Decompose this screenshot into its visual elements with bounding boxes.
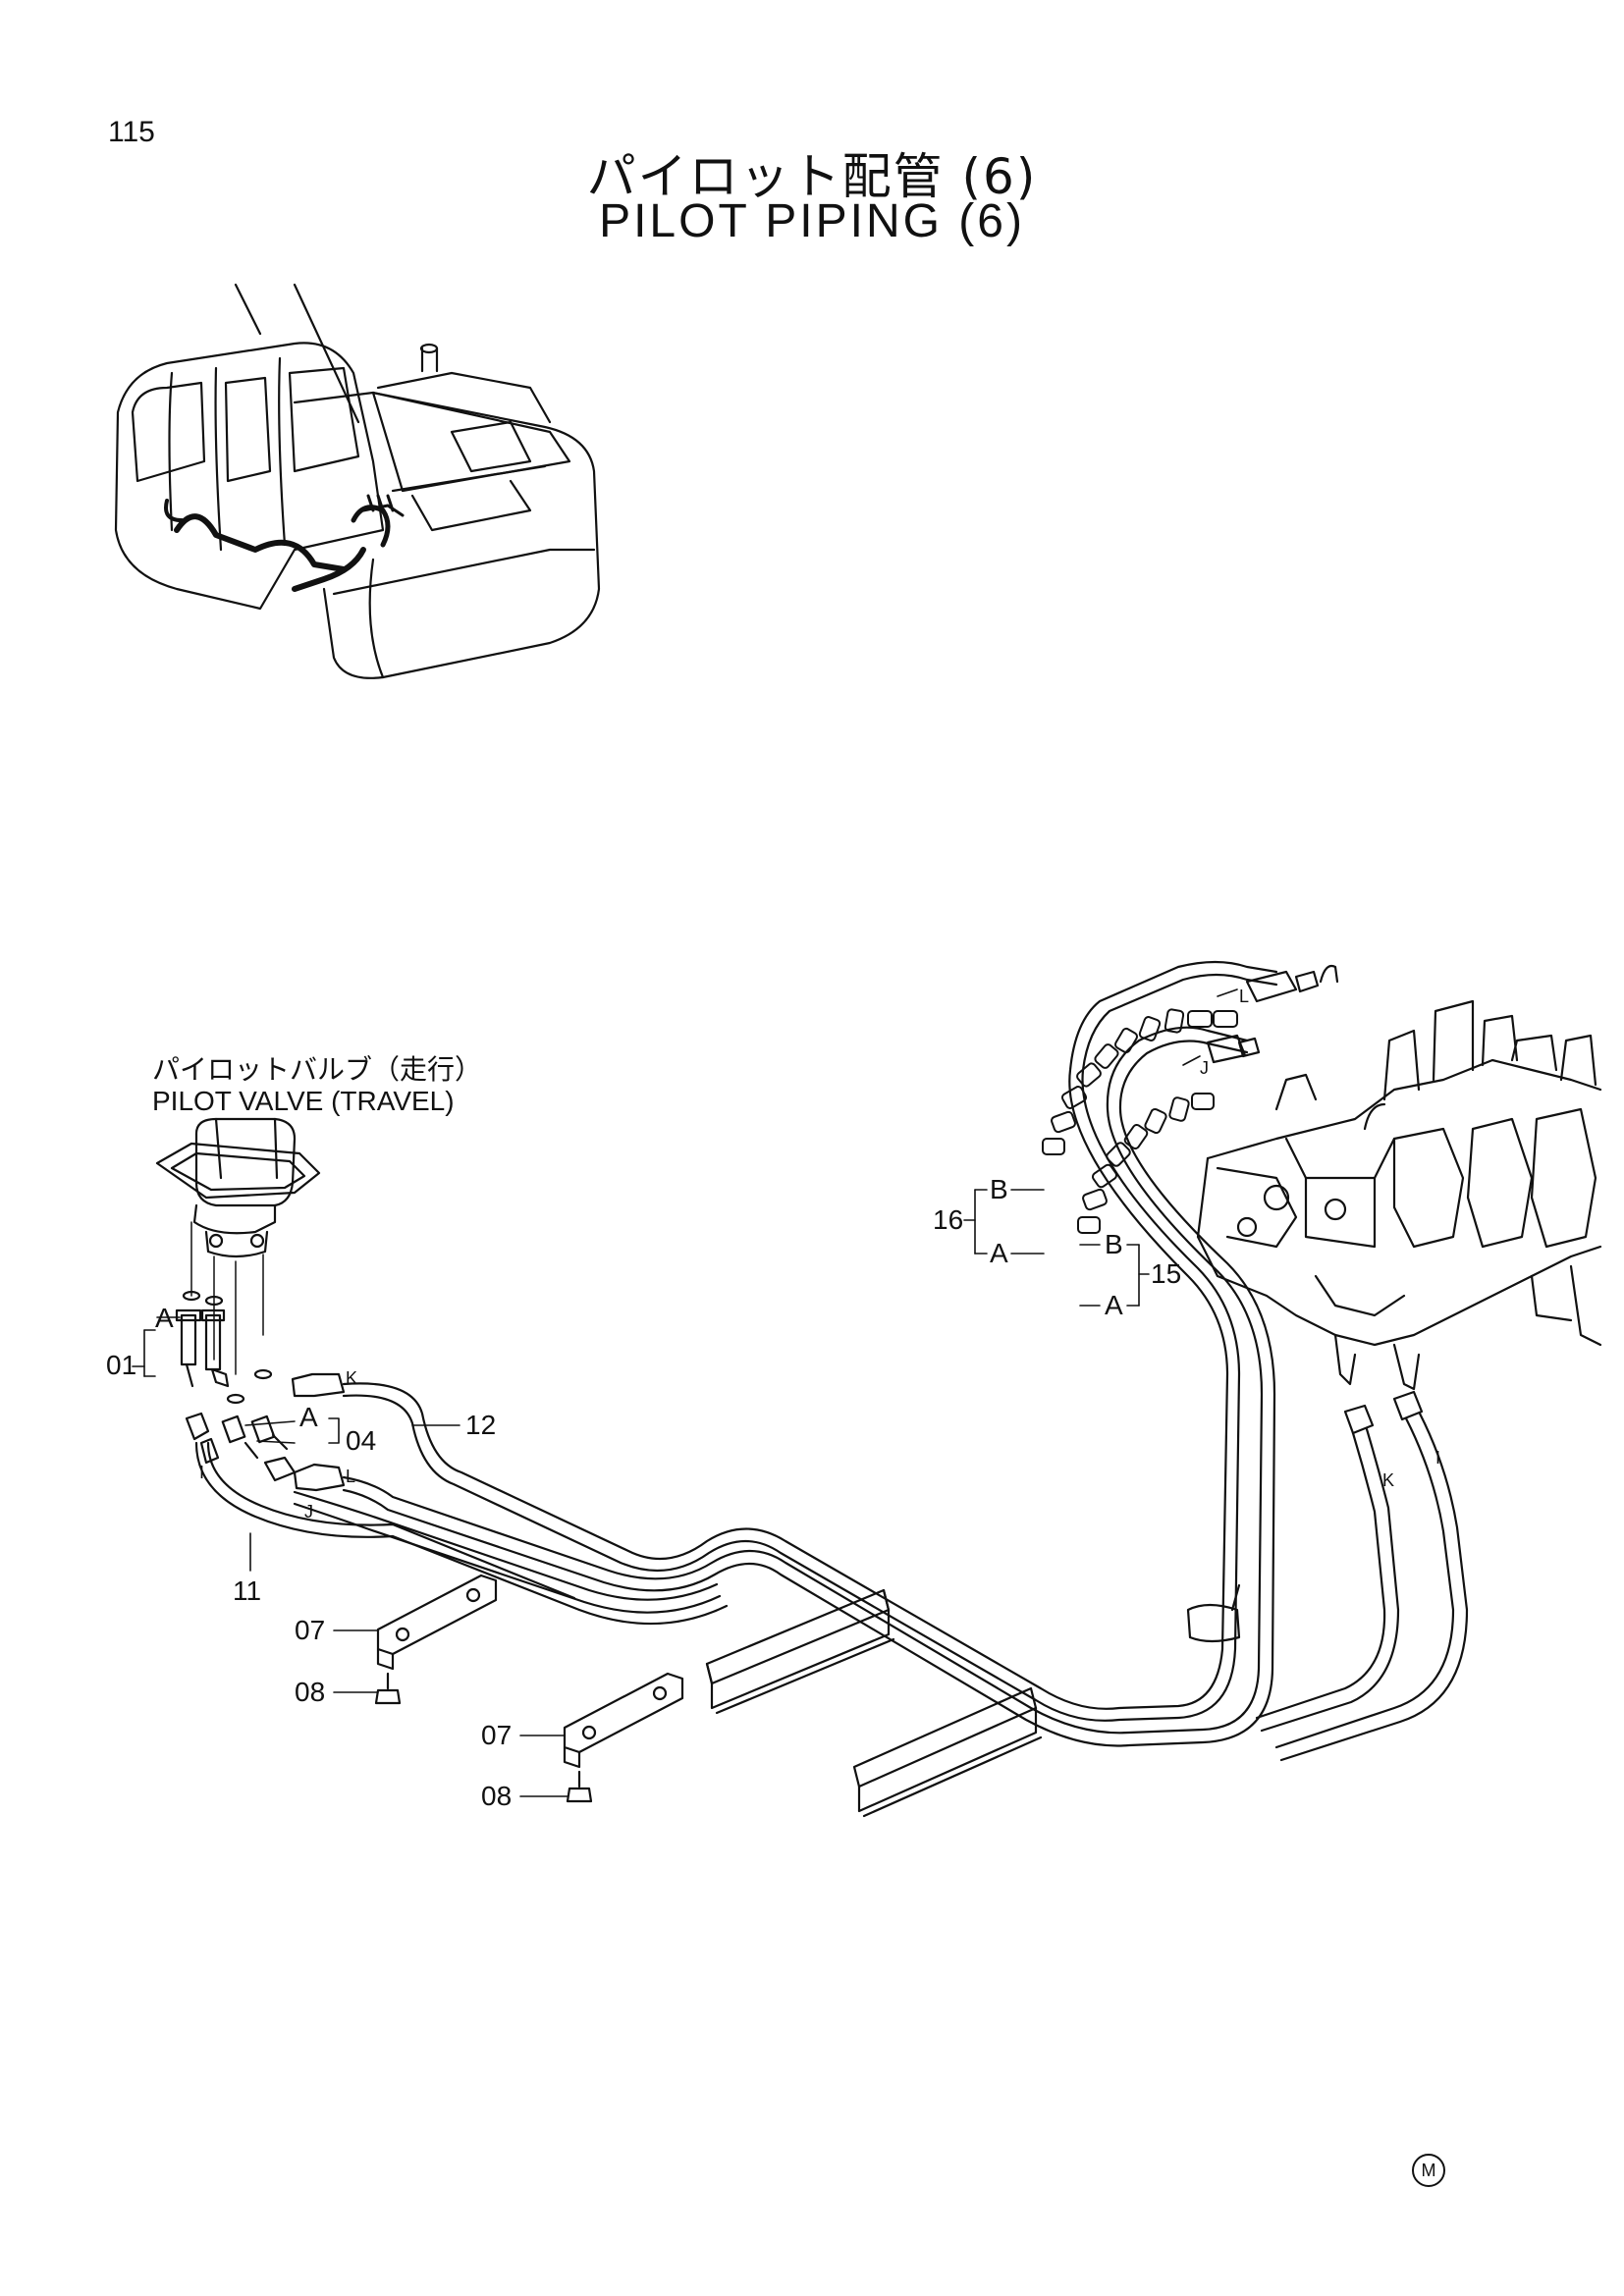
pilot-valve-travel-drawing <box>155 1117 321 1405</box>
callout-A-04: A <box>299 1402 318 1432</box>
callout-B-15: B <box>1105 1229 1123 1259</box>
bracket-07-upper <box>376 1574 498 1671</box>
fittings-01 <box>175 1308 230 1388</box>
callout-16: 16 <box>933 1204 964 1235</box>
port-letter-l-control: L <box>1239 987 1250 1006</box>
port-letter-i-valve: I <box>199 1463 205 1482</box>
excavator-overview-illustration <box>114 283 601 679</box>
port-letter-k-valve: K <box>346 1368 358 1388</box>
hose-clamp <box>1186 1583 1241 1643</box>
channel-rails <box>705 1588 1043 1818</box>
hose-end-fittings <box>185 1372 346 1492</box>
page-number: 115 <box>108 116 155 148</box>
callout-15: 15 <box>1151 1258 1182 1289</box>
pilot-valve-label-english: PILOT VALVE (TRAVEL) <box>152 1086 455 1116</box>
page-title-japanese: パイロット配管 (6) <box>586 148 1038 205</box>
port-letter-i-control: I <box>1435 1448 1441 1468</box>
spiral-guard-hose-16 <box>1042 1008 1238 1155</box>
callout-07-lower: 07 <box>481 1720 513 1750</box>
bracket-07-lower <box>563 1672 684 1769</box>
port-letter-k-control: K <box>1382 1470 1395 1490</box>
callout-leaders <box>132 988 1238 1797</box>
page-title-english: PILOT PIPING (6) <box>599 195 1025 247</box>
pilot-valve-label-japanese: パイロットバルブ（走行） <box>152 1053 483 1086</box>
callout-04: 04 <box>346 1425 377 1456</box>
callout-01: 01 <box>106 1350 137 1380</box>
port-letter-j-valve: J <box>304 1502 313 1522</box>
callout-12: 12 <box>465 1410 497 1440</box>
callout-B-16: B <box>990 1174 1008 1204</box>
callout-08-upper: 08 <box>295 1677 326 1707</box>
callout-11: 11 <box>233 1575 262 1606</box>
callout-A-01: A <box>155 1303 174 1333</box>
control-valve-drawing <box>1196 999 1602 1391</box>
port-letter-j-control: J <box>1200 1058 1209 1078</box>
spiral-guard-hose-15 <box>1077 1093 1215 1234</box>
callout-08-lower: 08 <box>481 1781 513 1811</box>
callout-A-16: A <box>990 1238 1008 1268</box>
callout-A-15: A <box>1105 1290 1123 1320</box>
port-letter-l-valve: L <box>346 1467 356 1486</box>
bolt-08-upper <box>374 1672 402 1705</box>
callout-07-upper: 07 <box>295 1615 326 1645</box>
control-valve-hose-fittings <box>1206 964 1469 1762</box>
maker-mark-m: M <box>1412 2154 1445 2187</box>
hose-bundle <box>194 960 1278 1747</box>
bolt-08-lower <box>566 1770 593 1803</box>
